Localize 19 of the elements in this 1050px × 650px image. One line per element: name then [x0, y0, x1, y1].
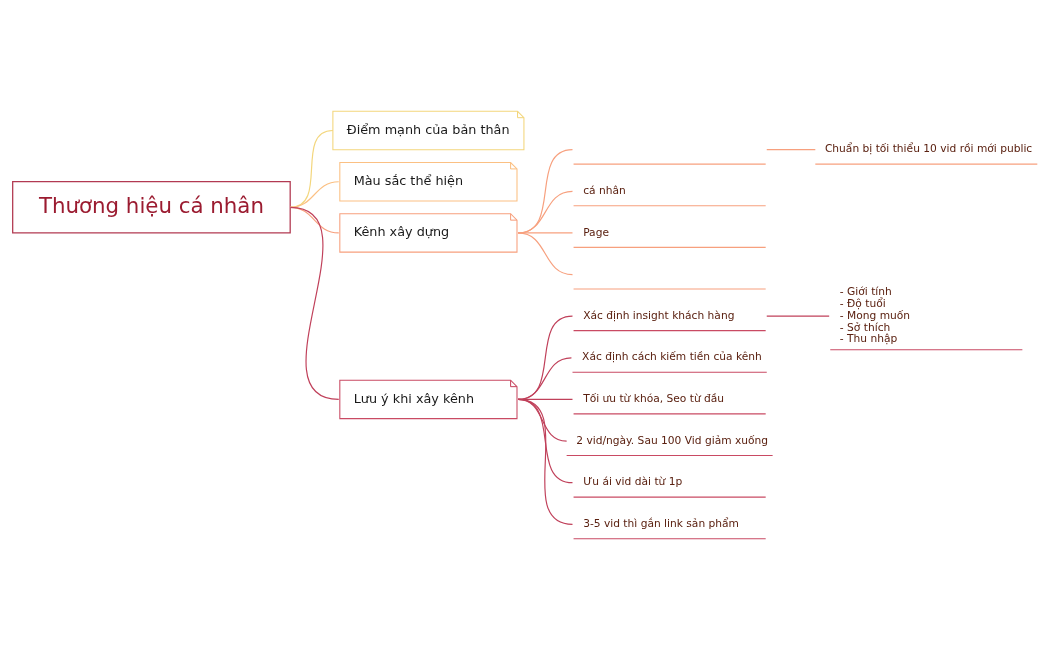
node-text: 3-5 vid thì gắn link sản phẩm — [583, 516, 739, 530]
node-text: - Giới tính - Độ tuổi - Mong muốn - Sở thích - Thu nhập — [839, 285, 911, 346]
connector — [289, 206, 340, 401]
node-text: Ưu ái vid dài từ 1p — [583, 475, 683, 489]
node-underline — [573, 163, 767, 165]
node-box: Thương hiệu cá nhân — [12, 181, 291, 234]
connector — [517, 232, 574, 276]
node-text: cá nhân — [583, 183, 626, 197]
node-text: Page — [583, 225, 609, 239]
connector — [517, 398, 574, 525]
node-text: Xác định cách kiếm tiền của kênh — [582, 350, 762, 364]
connector — [289, 129, 334, 208]
connector — [766, 315, 830, 317]
node-text: Tối ưu từ khóa, Seo từ đầu — [583, 392, 725, 406]
node-text: 2 vid/ngày. Sau 100 Vid giảm xuống — [576, 433, 769, 447]
node-text: Xác định insight khách hàng — [583, 308, 735, 322]
node-underline — [573, 288, 767, 290]
connector — [766, 149, 816, 151]
node-text: Chuẩn bị tối thiểu 10 vid rồi mới public — [824, 142, 1033, 156]
